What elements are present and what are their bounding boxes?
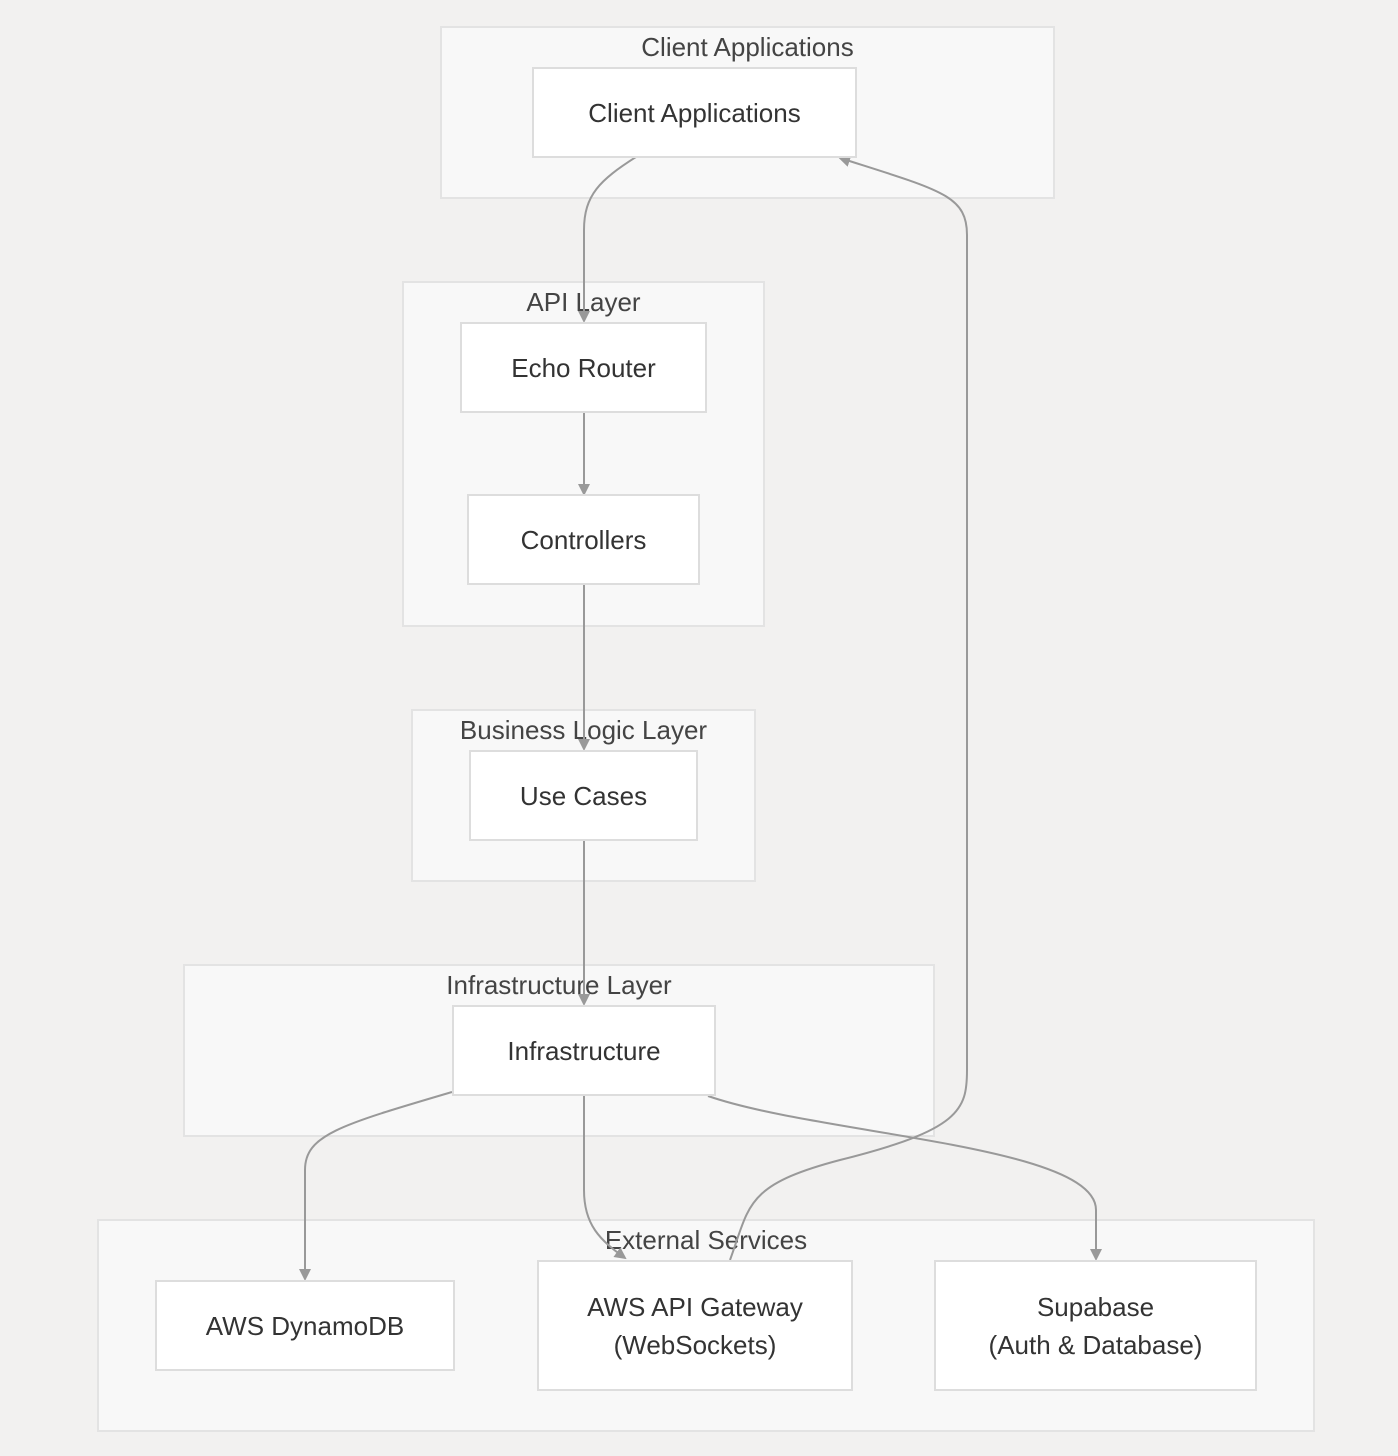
node-supabase[interactable]: Supabase (Auth & Database)	[934, 1260, 1257, 1391]
group-title-infrastructure-layer: Infrastructure Layer	[446, 970, 672, 1000]
node-label-echo-router: Echo Router	[511, 352, 656, 383]
node-aws-dynamodb[interactable]: AWS DynamoDB	[155, 1280, 455, 1371]
node-controllers[interactable]: Controllers	[467, 494, 700, 585]
node-label-aws-dynamodb: AWS DynamoDB	[205, 1310, 405, 1341]
node-use-cases[interactable]: Use Cases	[469, 750, 698, 841]
node-label-infrastructure: Infrastructure	[507, 1035, 661, 1066]
node-label-supabase-line2: (Auth & Database)	[988, 1329, 1203, 1360]
node-label-aws-api-gateway-line1: AWS API Gateway	[587, 1291, 803, 1322]
node-aws-api-gateway[interactable]: AWS API Gateway (WebSockets)	[537, 1260, 853, 1391]
group-title-business-logic-layer: Business Logic Layer	[459, 715, 708, 745]
node-label-supabase-line1: Supabase	[1036, 1291, 1155, 1322]
node-label-client-applications: Client Applications	[588, 97, 801, 128]
node-label-use-cases: Use Cases	[519, 780, 648, 811]
node-infrastructure[interactable]: Infrastructure	[452, 1005, 716, 1096]
group-title-external-services: External Services	[604, 1225, 808, 1255]
node-echo-router[interactable]: Echo Router	[460, 322, 707, 413]
group-title-api-layer: API Layer	[526, 287, 641, 317]
node-label-aws-api-gateway-line2: (WebSockets)	[613, 1329, 777, 1360]
group-title-client-applications: Client Applications	[641, 32, 854, 62]
node-client-applications[interactable]: Client Applications	[532, 67, 857, 158]
node-label-controllers: Controllers	[520, 524, 647, 555]
